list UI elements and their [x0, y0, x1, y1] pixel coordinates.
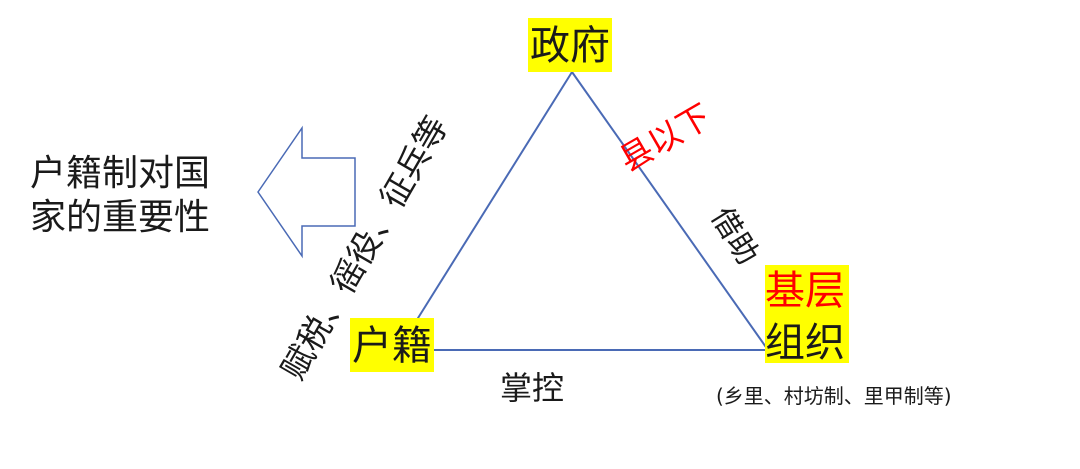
household-registry-node: 户籍	[350, 318, 434, 372]
edge-label-control: 掌控	[500, 369, 565, 407]
grassroots-label-line2: 组织	[765, 320, 845, 366]
grassroots-label-line1: 基层	[765, 268, 845, 314]
edge-government-registry	[397, 71, 573, 351]
edge-government-grassroots	[571, 71, 769, 351]
left-arrow-shape	[257, 125, 356, 259]
grassroots-note: (乡里、村坊制、里甲制等)	[716, 384, 952, 408]
government-node: 政府	[528, 18, 612, 72]
grassroots-organization-node: 基层 组织	[765, 265, 849, 363]
arrow-text-importance: 户籍制对国家的重要性	[30, 153, 211, 238]
